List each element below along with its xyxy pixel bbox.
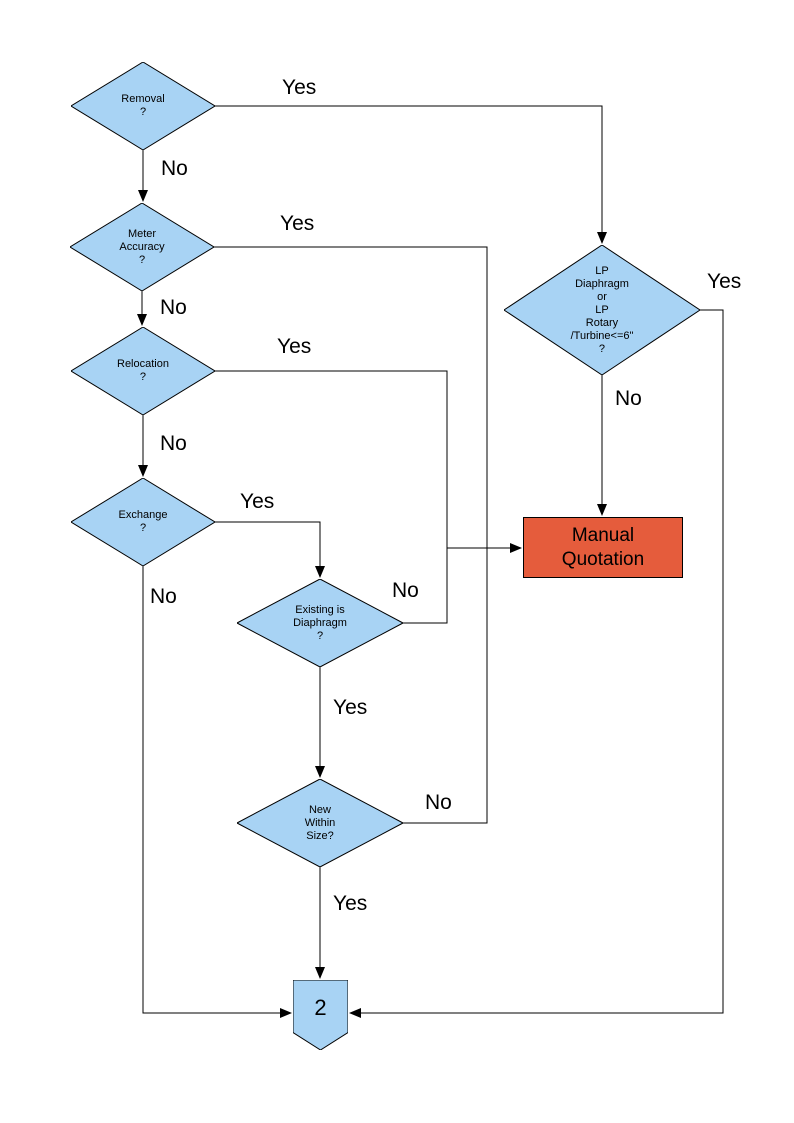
edge-label-lp-yes: Yes	[707, 270, 742, 293]
node-manual-quotation-label: Manual Quotation	[561, 524, 645, 570]
node-manual-quotation: Manual Quotation	[523, 517, 683, 578]
edge-relocation-yes-trunk-line	[215, 370, 448, 624]
node-relocation: Relocation ?	[71, 327, 215, 415]
edge-exchange-yes-line	[215, 521, 325, 578]
edge-label-meter-no: No	[160, 296, 187, 319]
edge-label-new-within-no: No	[425, 791, 452, 814]
edge-lp-yes-line	[349, 309, 724, 1018]
node-removal-label: Removal ?	[121, 93, 165, 118]
edge-label-removal-no: No	[161, 157, 188, 180]
node-existing-is-diaphragm-label: Existing is Diaphragm ?	[293, 603, 347, 642]
edge-label-lp-no: No	[615, 387, 642, 410]
node-meter-accuracy: Meter Accuracy ?	[70, 203, 214, 291]
node-new-within-size-label: New Within Size?	[304, 803, 336, 842]
node-new-within-size: New Within Size?	[237, 779, 403, 867]
offpage-connector-shape	[293, 980, 348, 1050]
node-removal: Removal ?	[71, 62, 215, 150]
edge-label-existing-yes: Yes	[333, 696, 368, 719]
diamond-shape	[71, 62, 215, 150]
edge-label-removal-yes: Yes	[282, 76, 317, 99]
node-lp-meter-label: LP Diaphragm or LP Rotary /Turbine<=6" ?	[570, 264, 634, 355]
diamond-shape	[504, 245, 700, 375]
node-exchange-label: Exchange ?	[118, 509, 168, 534]
node-existing-is-diaphragm: Existing is Diaphragm ?	[237, 579, 403, 667]
node-meter-accuracy-label: Meter Accuracy ?	[119, 227, 165, 266]
edge-label-relocation-no: No	[160, 432, 187, 455]
edge-meter-yes-trunk-line	[214, 246, 488, 824]
edge-exchange-no-line	[142, 566, 292, 1018]
diamond-shape	[237, 579, 403, 667]
edge-label-exchange-yes: Yes	[240, 490, 275, 513]
node-exchange: Exchange ?	[71, 478, 215, 566]
edge-label-relocation-yes: Yes	[277, 335, 312, 358]
node-relocation-label: Relocation ?	[117, 358, 169, 383]
node-offpage-connector-2-label: 2	[314, 994, 327, 1020]
diamond-shape	[71, 327, 215, 415]
edge-label-exchange-no: No	[150, 585, 177, 608]
node-lp-meter: LP Diaphragm or LP Rotary /Turbine<=6" ?	[504, 245, 700, 375]
edge-label-new-within-yes: Yes	[333, 892, 368, 915]
diamond-shape	[237, 779, 403, 867]
edge-label-meter-yes: Yes	[280, 212, 315, 235]
edge-label-existing-no: No	[392, 579, 419, 602]
edge-removal-yes-line	[215, 105, 607, 244]
diamond-shape	[71, 478, 215, 566]
diamond-shape	[70, 203, 214, 291]
node-offpage-connector-2: 2	[293, 980, 348, 1050]
